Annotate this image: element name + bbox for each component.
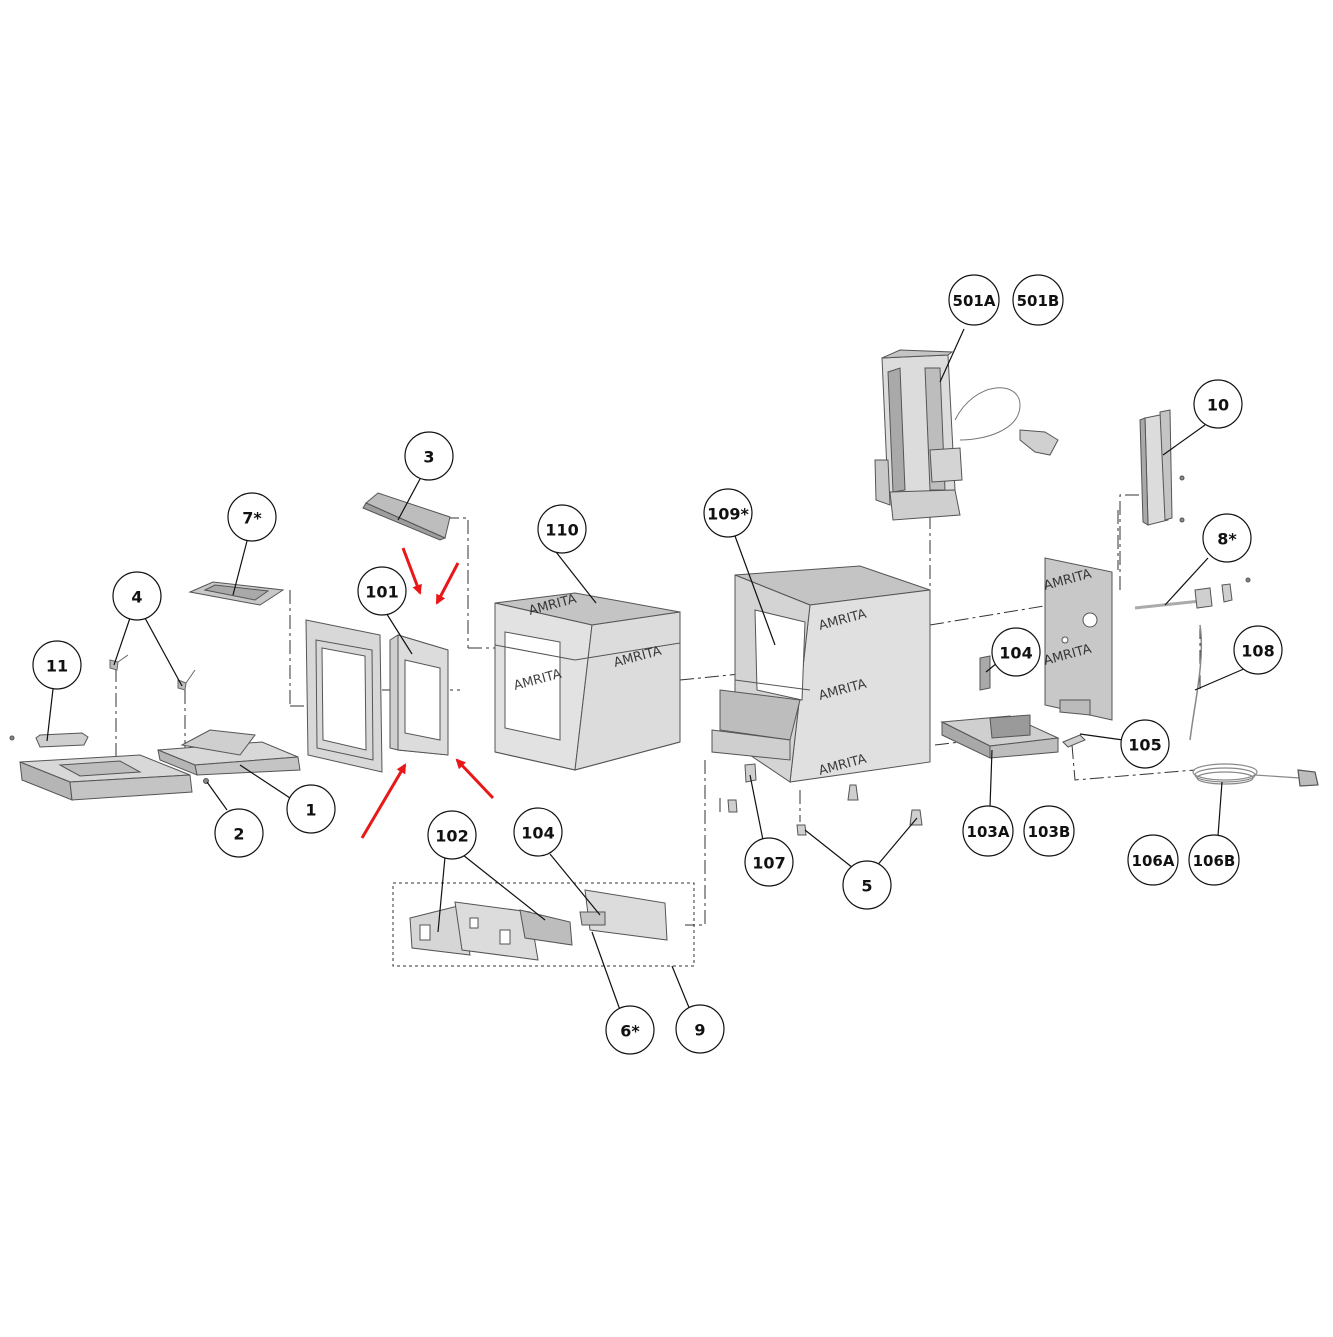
callout-label-102: 102 xyxy=(435,827,468,846)
callout-label-501b: 501B xyxy=(1017,292,1060,310)
part-105-connector xyxy=(1062,734,1086,748)
callout-label-3: 3 xyxy=(423,448,434,467)
callout-104-upper xyxy=(991,627,1041,677)
callout-109 xyxy=(703,488,753,538)
arrow-icon xyxy=(435,562,460,605)
part-back-panel xyxy=(1044,557,1113,721)
part-10-bracket xyxy=(1139,409,1185,526)
callout-2 xyxy=(214,808,264,858)
callout-9 xyxy=(675,1004,725,1054)
callout-104-lower xyxy=(513,807,563,857)
callout-label-9: 9 xyxy=(694,1021,705,1040)
callout-label-8: 8* xyxy=(1217,530,1237,549)
callouts xyxy=(32,274,1283,1055)
callout-label-101: 101 xyxy=(365,583,398,602)
callout-label-5: 5 xyxy=(861,877,872,896)
callout-label-501a: 501A xyxy=(953,292,996,310)
callout-1 xyxy=(286,784,336,834)
callout-label-105: 105 xyxy=(1128,736,1161,755)
callout-501b xyxy=(1012,274,1064,326)
arrow-icon xyxy=(401,547,422,595)
callout-106a xyxy=(1127,834,1179,886)
part-108-wire xyxy=(1189,624,1203,741)
callout-103b xyxy=(1023,805,1075,857)
callout-110 xyxy=(537,504,587,554)
part-109-inner-chassis xyxy=(711,565,931,783)
callout-label-106a: 106A xyxy=(1132,852,1175,870)
arrow-icon xyxy=(455,758,495,800)
part-7-cover-plate xyxy=(188,581,285,606)
callout-label-106b: 106B xyxy=(1193,852,1236,870)
callout-label-103b: 103B xyxy=(1028,823,1071,841)
part-9-electronics-assembly xyxy=(409,889,668,961)
callout-501a xyxy=(948,274,1000,326)
callout-label-107: 107 xyxy=(752,854,785,873)
callout-102 xyxy=(427,810,477,860)
part-5-feet xyxy=(727,784,923,836)
callout-label-110: 110 xyxy=(545,521,578,540)
callout-label-103a: 103A xyxy=(967,823,1010,841)
callout-4 xyxy=(112,571,162,621)
part-3-top-trim xyxy=(362,492,451,541)
callout-106b xyxy=(1188,834,1240,886)
red-arrows xyxy=(360,547,495,839)
callout-8 xyxy=(1202,513,1252,563)
callout-108 xyxy=(1233,625,1283,675)
callout-7 xyxy=(227,492,277,542)
callout-label-11: 11 xyxy=(46,657,68,676)
part-501-heater-element xyxy=(874,349,1059,521)
callout-label-7: 7* xyxy=(242,509,262,528)
part-front-frame xyxy=(305,619,383,773)
part-4-screws xyxy=(109,654,196,691)
leader-lines xyxy=(46,328,1247,1011)
part-11-handle xyxy=(9,732,89,748)
callout-6 xyxy=(605,1005,655,1055)
assembly-9-group-box xyxy=(392,882,695,967)
part-base-tray xyxy=(19,754,193,801)
part-107-switch xyxy=(744,763,757,783)
callout-103a xyxy=(962,805,1014,857)
callout-label-6: 6* xyxy=(620,1022,640,1041)
part-110-outer-casing xyxy=(494,592,681,771)
arrow-icon xyxy=(360,763,407,839)
callout-label-4: 4 xyxy=(131,588,142,607)
callout-107 xyxy=(744,837,794,887)
callout-5 xyxy=(842,860,892,910)
callout-label-10: 10 xyxy=(1207,396,1229,415)
callout-105 xyxy=(1120,719,1170,769)
callout-label-1: 1 xyxy=(305,801,316,820)
callout-101 xyxy=(357,566,407,616)
callout-3 xyxy=(404,431,454,481)
callout-label-2: 2 xyxy=(233,825,244,844)
callout-label-108: 108 xyxy=(1241,642,1274,661)
callout-10 xyxy=(1193,379,1243,429)
part-104-relay xyxy=(979,655,991,691)
callout-11 xyxy=(32,640,82,690)
callout-label-109: 109* xyxy=(707,505,749,524)
part-8-sensor-probe xyxy=(1134,577,1251,610)
part-103-control-board xyxy=(940,714,1060,759)
callout-labels: 501A 501B 10 3 7* 110 109* 8* 101 4 11 1… xyxy=(46,292,1275,1041)
part-101-door-panel xyxy=(389,634,449,756)
callout-label-104-upper: 104 xyxy=(999,644,1032,663)
part-1-drip-tray xyxy=(157,729,301,784)
callout-label-104-lower: 104 xyxy=(521,824,554,843)
part-106-power-cord xyxy=(1192,763,1319,787)
